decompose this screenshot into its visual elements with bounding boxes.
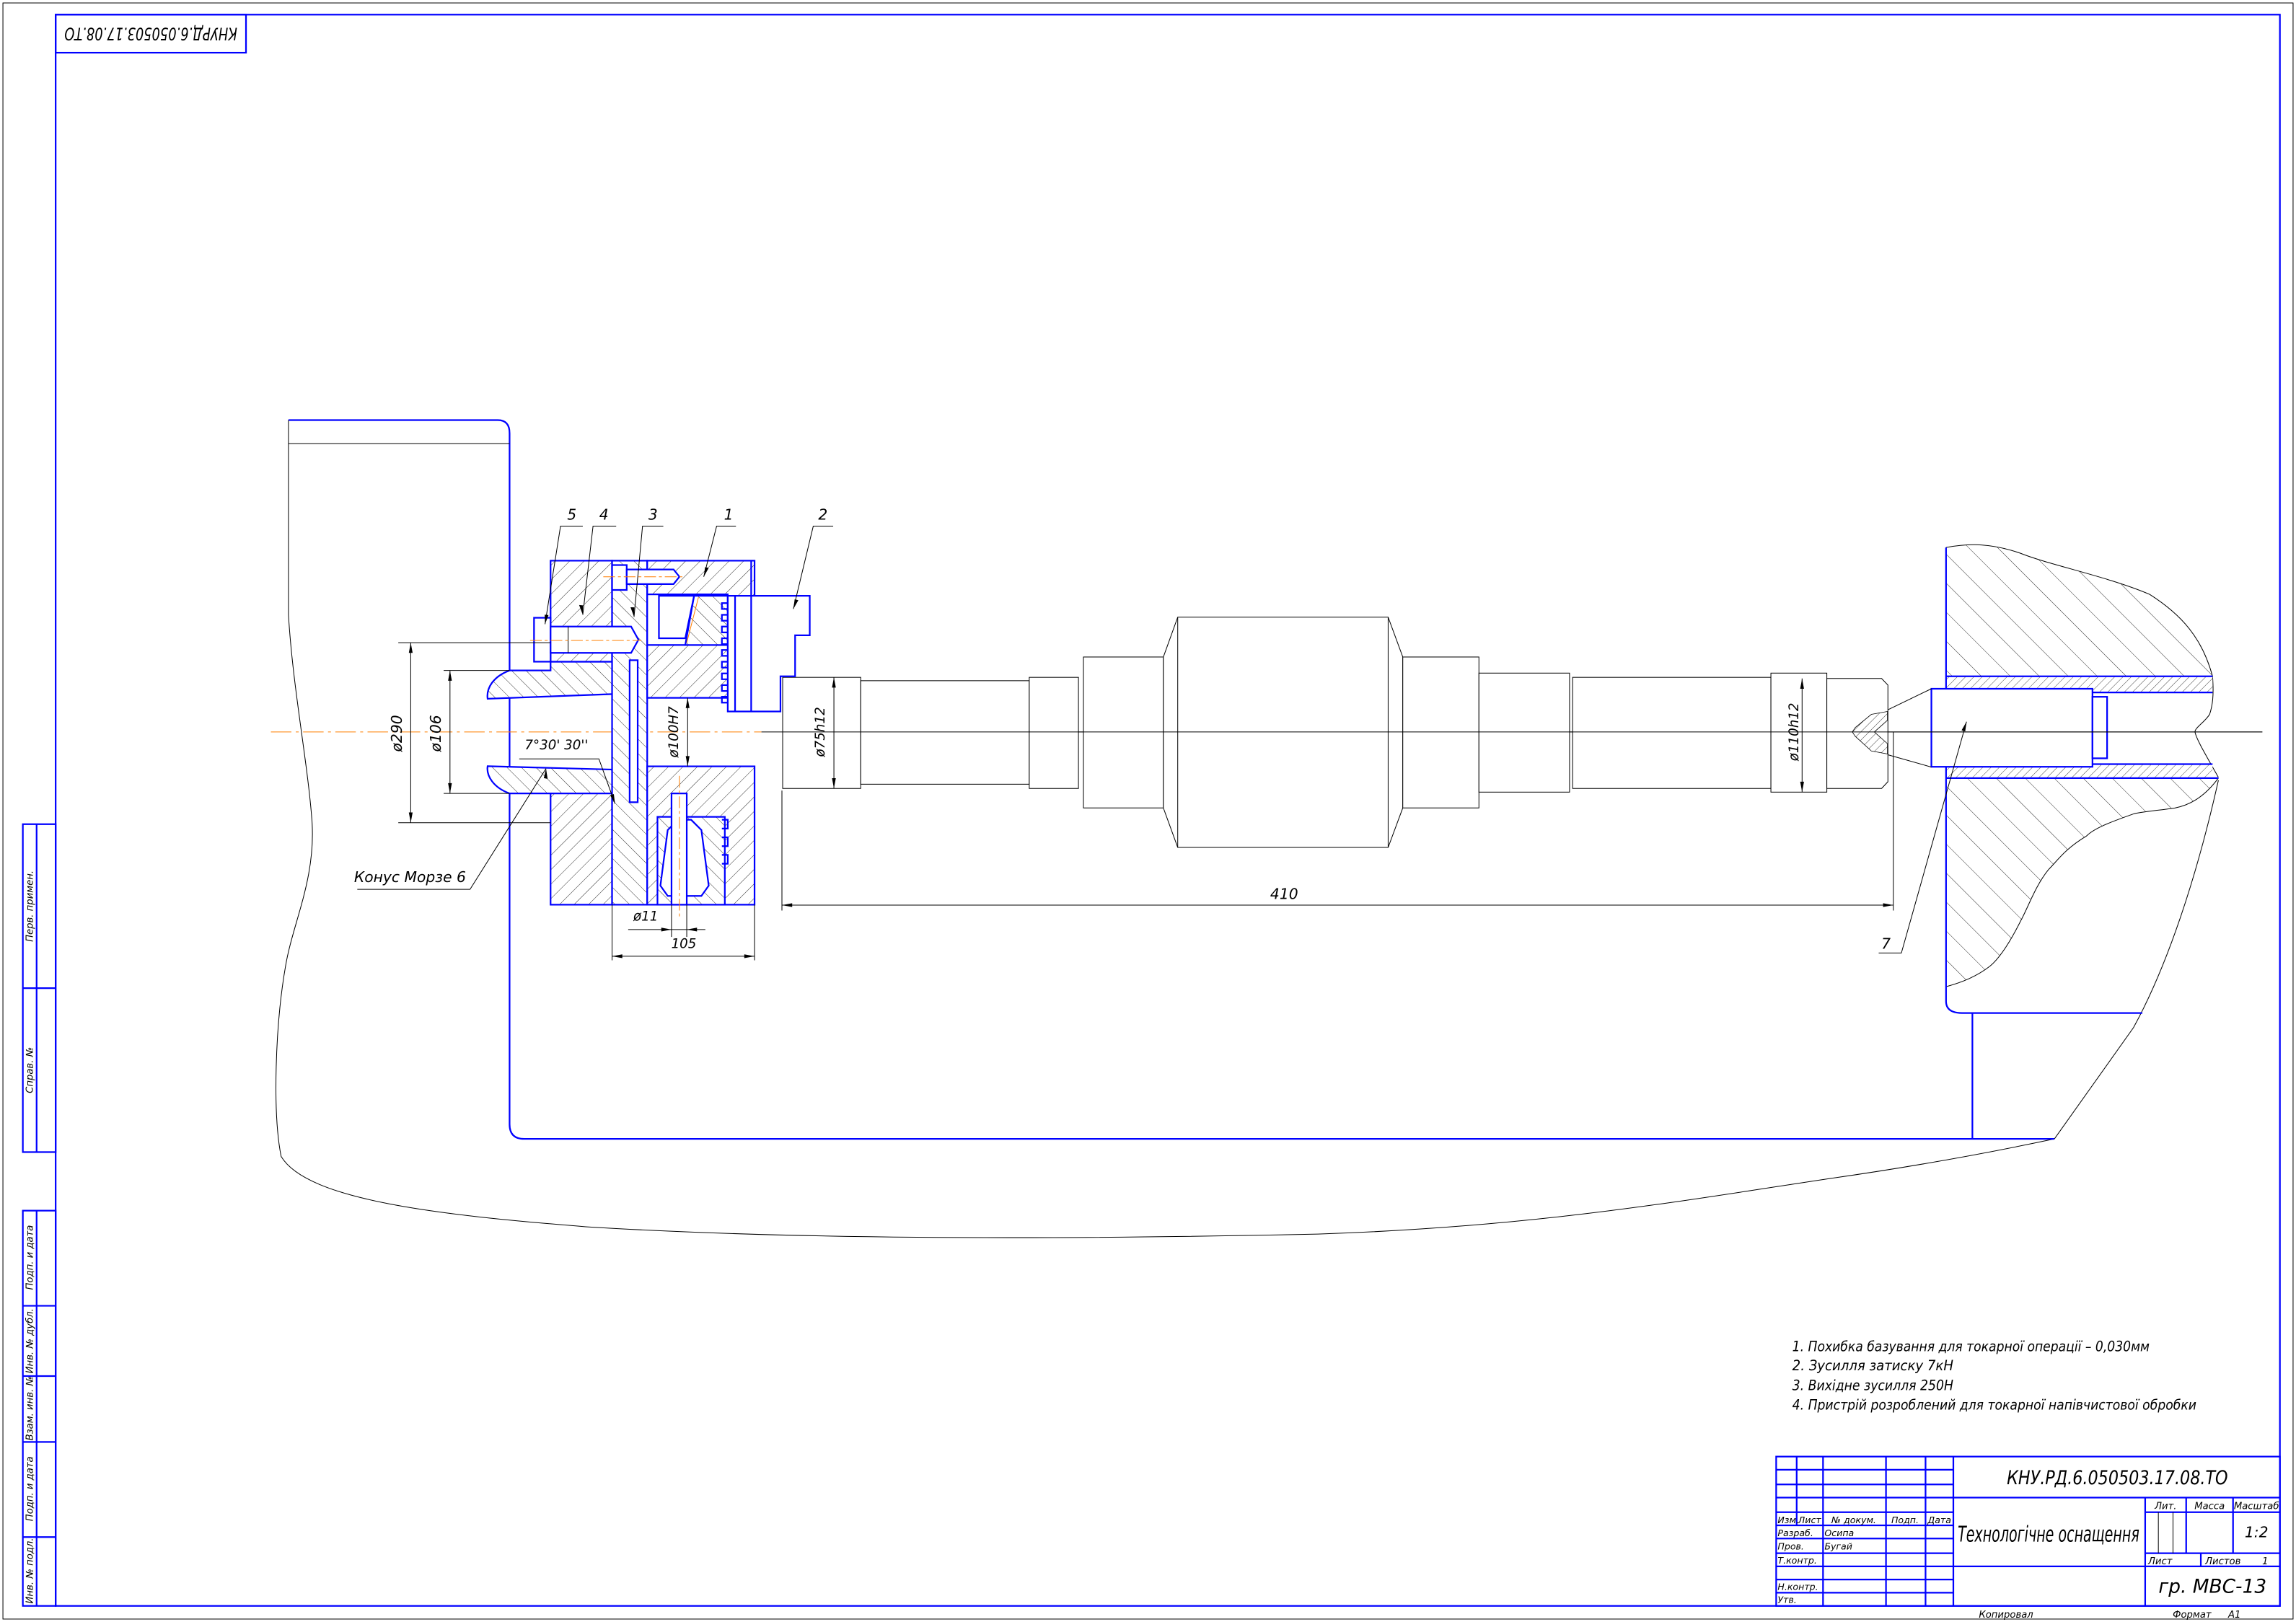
side-strip: Перв. примен. Справ. № Подп. и дата Инв.… [22, 823, 57, 1607]
format-value: А1 [2227, 1610, 2240, 1621]
spindle-upper-section [486, 659, 631, 700]
side-label-vzam-inv: Взам. инв. № [25, 1376, 36, 1441]
stamp-doc-number: КНУРД.6.050503.17.08.ТО [64, 24, 237, 45]
callout-label: 7 [1881, 935, 1891, 952]
header-podp: Подп. [1891, 1515, 1919, 1525]
side-label-inv-podl: Инв. № подл. [25, 1538, 36, 1603]
side-label-podp-data-top: Подп. и дата [25, 1225, 36, 1290]
dim-d106: ø106 [427, 715, 444, 752]
dim-d11: ø11 [633, 909, 658, 925]
name-razrab: Осипа [1824, 1528, 1854, 1538]
role-razrab: Разраб. [1777, 1528, 1813, 1538]
tailstock-housing [1945, 544, 2219, 1140]
dim-d290: ø290 [388, 715, 405, 752]
drawing-frame [55, 14, 2281, 1607]
callout-label: 5 [567, 506, 576, 524]
callout-7: 7 [1878, 721, 1967, 953]
callout-1: 1 [703, 506, 736, 577]
technical-notes: 1. Похибка базування для токарної операц… [1793, 1338, 2196, 1413]
dim-l410: 410 [1270, 885, 1298, 902]
flange-lower [550, 793, 613, 906]
clamping-jaw [726, 595, 811, 713]
group-name: гр. МВС-13 [2158, 1576, 2266, 1597]
callouts: 5 4 3 1 2 7 [545, 506, 1967, 953]
side-label-podp-data-bottom: Подп. и дата [25, 1456, 36, 1521]
mass-label: Масса [2194, 1502, 2225, 1512]
adapter-disk [611, 560, 648, 906]
copied-label: Копировал [1979, 1610, 2033, 1621]
note-4: 4. Пристрій розроблений для токарної нап… [1793, 1397, 2196, 1414]
side-label-sprav: Справ. № [25, 1047, 36, 1093]
role-tkontr: Т.контр. [1777, 1555, 1817, 1566]
note-3: 3. Вихідне зусилля 250Н [1793, 1377, 1953, 1393]
scale-value: 1:2 [2245, 1523, 2269, 1541]
chuck-assembly [486, 560, 811, 917]
dim-d100h7: ø100H7 [667, 706, 682, 759]
header-izm: Изм. [1777, 1515, 1799, 1525]
side-label-inv-dubl: Инв. № дубл. [25, 1308, 36, 1373]
callout-3: 3 [633, 506, 664, 617]
header-data: Дата [1927, 1515, 1951, 1525]
top-stamp: КНУРД.6.050503.17.08.ТО [55, 14, 247, 54]
callout-4: 4 [582, 506, 617, 615]
role-prov: Пров. [1777, 1541, 1804, 1552]
sheet-label: Лист [2147, 1556, 2173, 1567]
title-block: Изм. Лист № докум. Подп. Дата Разраб. Пр… [1775, 1455, 2281, 1621]
header-doc-no: № докум. [1831, 1515, 1876, 1525]
note-2: 2. Зусилля затиску 7кН [1793, 1357, 1953, 1374]
callout-label: 1 [724, 506, 734, 524]
name-prov: Бугай [1824, 1541, 1852, 1552]
workpiece-shaft [782, 617, 2263, 848]
callout-5: 5 [545, 506, 583, 625]
header-list: Лист [1798, 1515, 1822, 1525]
sheets-label: Листов [2204, 1556, 2240, 1567]
scale-label: Масштаб [2234, 1501, 2279, 1512]
bolt-shank [550, 625, 640, 654]
bolt-head [533, 617, 552, 663]
note-1: 1. Похибка базування для токарної операц… [1793, 1338, 2150, 1354]
role-utv: Утв. [1777, 1595, 1796, 1605]
drawing-title: Технологічне оснащення [1958, 1522, 2139, 1547]
doc-number: КНУ.РД.6.050503.17.08.ТО [2007, 1468, 2228, 1489]
tailstock-center [1887, 687, 2108, 768]
lathe-headstock-outline [276, 419, 2055, 1238]
role-nkontr: Н.контр. [1777, 1581, 1818, 1592]
top-screw-head [611, 564, 628, 591]
callout-label: 4 [599, 506, 609, 524]
callout-2: 2 [793, 506, 834, 609]
sheets-value: 1 [2262, 1556, 2268, 1567]
dim-l105: 105 [672, 936, 697, 951]
format-label: Формат [2173, 1610, 2212, 1621]
callout-label: 3 [648, 506, 658, 524]
side-label-perv-primen: Перв. примен. [25, 870, 36, 942]
dim-taper-angle: 7°30' 30'' [524, 738, 588, 753]
dim-morse-taper: Конус Морзе 6 [354, 868, 466, 886]
dimensions: ø290 ø106 ø100H7 7°30' 30'' Конус Морзе … [354, 567, 1967, 961]
dim-d110h12: ø110h12 [1787, 702, 1802, 762]
lit-label: Лит. [2154, 1502, 2176, 1512]
callout-label: 2 [818, 506, 827, 524]
dim-d75h12: ø75h12 [813, 707, 828, 757]
